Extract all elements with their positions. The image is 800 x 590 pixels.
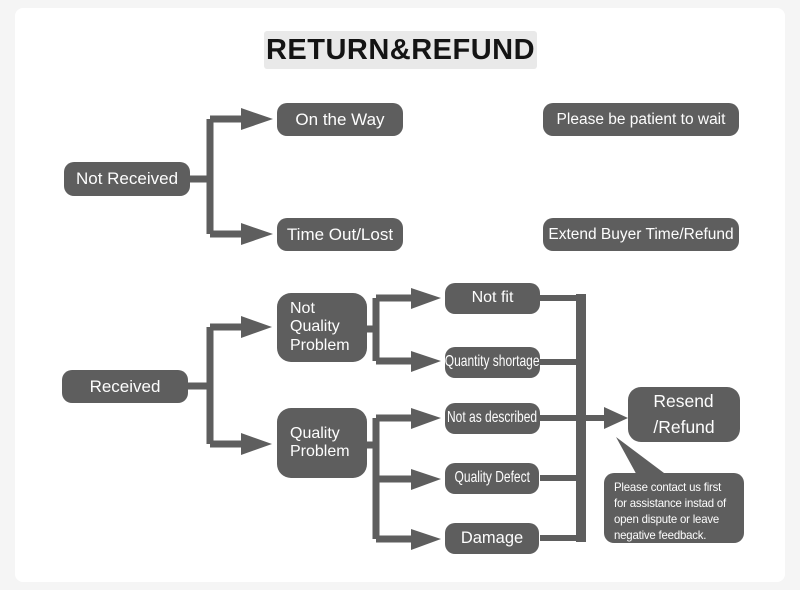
arrowhead bbox=[604, 407, 628, 429]
node-label: Not Quality Problem bbox=[290, 299, 350, 354]
page-title-label: RETURN&REFUND bbox=[265, 33, 536, 66]
arrowhead bbox=[411, 288, 441, 309]
arrowhead bbox=[241, 108, 273, 130]
node-quality-problem: Quality Problem bbox=[277, 408, 367, 478]
node-quality-defect: Quality Defect bbox=[445, 463, 539, 494]
node-label: Quality Defect bbox=[454, 469, 530, 487]
node-label: Not as described bbox=[447, 409, 538, 427]
speech-bubble-tail bbox=[616, 437, 672, 479]
node-resend-refund: Resend /Refund bbox=[628, 387, 740, 442]
node-damage: Damage bbox=[445, 523, 539, 554]
node-label: Time Out/Lost bbox=[286, 224, 394, 244]
arrowhead bbox=[411, 529, 441, 550]
note-text: Please contact us first for assistance i… bbox=[614, 480, 727, 542]
node-label: Resend /Refund bbox=[653, 391, 715, 437]
arrowhead bbox=[411, 469, 441, 490]
arrowhead bbox=[411, 408, 441, 429]
node-label: Please be patient to wait bbox=[556, 110, 726, 128]
arrowhead bbox=[241, 433, 272, 455]
speech-bubble-note: Please contact us first for assistance i… bbox=[604, 473, 744, 543]
node-not-received: Not Received bbox=[64, 162, 190, 196]
node-label: Extend Buyer Time/Refund bbox=[548, 225, 734, 243]
node-label: Quality Problem bbox=[290, 424, 350, 460]
node-on-the-way: On the Way bbox=[277, 103, 403, 136]
node-extend-buyer-time-refund: Extend Buyer Time/Refund bbox=[543, 218, 739, 251]
node-received: Received bbox=[62, 370, 188, 403]
arrowhead bbox=[241, 223, 273, 245]
page-title: RETURN&REFUND bbox=[264, 31, 537, 69]
node-quantity-shortage: Quantity shortage bbox=[445, 347, 540, 378]
node-not-quality-problem: Not Quality Problem bbox=[277, 293, 367, 362]
arrowhead bbox=[411, 351, 441, 372]
node-label: On the Way bbox=[295, 109, 385, 129]
branch-received-lines bbox=[188, 323, 241, 448]
node-not-fit: Not fit bbox=[445, 283, 540, 314]
node-label: Received bbox=[89, 376, 161, 396]
node-not-as-described: Not as described bbox=[445, 403, 540, 434]
node-label: Quantity shortage bbox=[445, 353, 540, 371]
node-time-out-lost: Time Out/Lost bbox=[277, 218, 403, 251]
node-label: Not Received bbox=[75, 169, 179, 189]
node-please-be-patient: Please be patient to wait bbox=[543, 103, 739, 136]
node-label: Damage bbox=[460, 529, 524, 548]
collector-links bbox=[540, 295, 604, 541]
branch-not-received-lines bbox=[189, 115, 241, 238]
arrowhead bbox=[241, 316, 272, 338]
node-label: Not fit bbox=[471, 289, 514, 307]
